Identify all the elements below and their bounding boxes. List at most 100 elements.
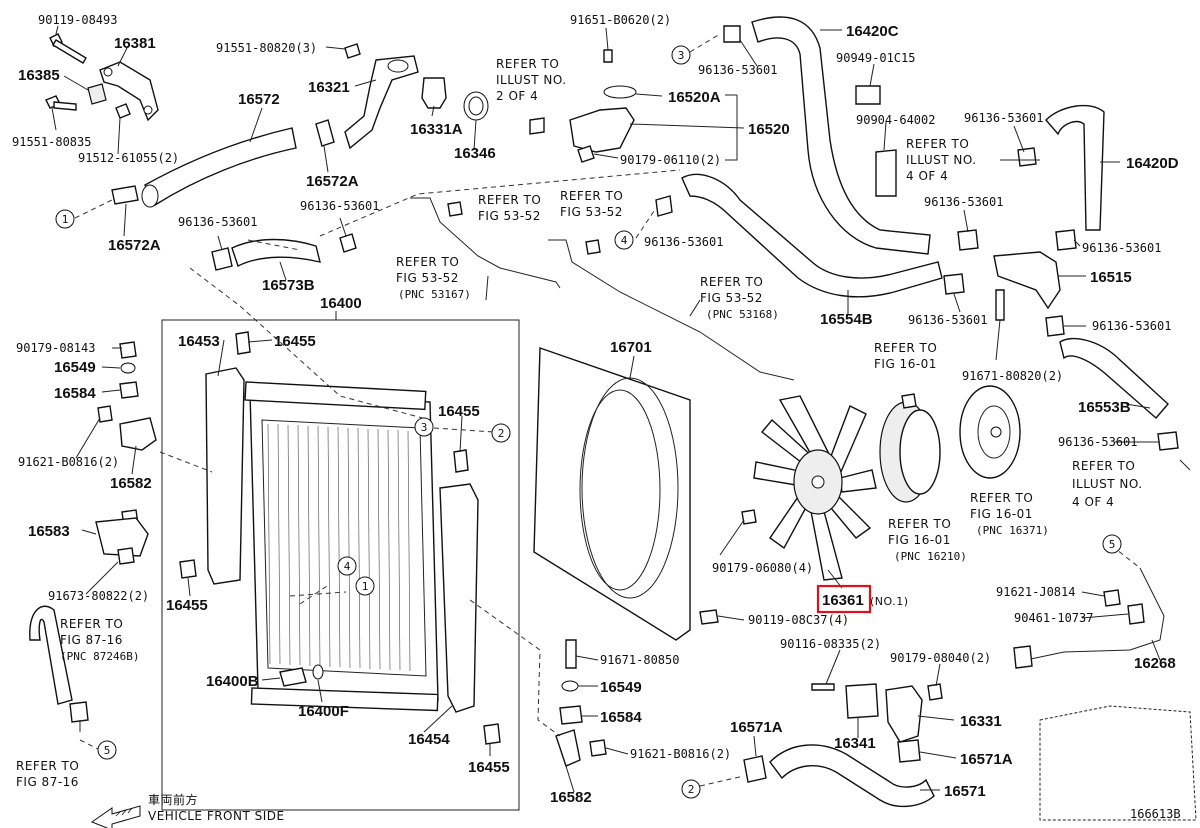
label-91671-80820[interactable]: 91671-80820(2): [962, 369, 1063, 383]
label-16400F[interactable]: 16400F: [298, 703, 349, 720]
label-16584-b[interactable]: 16584: [600, 709, 642, 726]
label-16549-b[interactable]: 16549: [600, 679, 642, 696]
label-16572A-bottom[interactable]: 16572A: [108, 237, 161, 254]
label-90116-08335[interactable]: 90116-08335(2): [780, 637, 881, 651]
label-16331[interactable]: 16331: [960, 713, 1002, 730]
label-16584-a[interactable]: 16584: [54, 385, 96, 402]
label-16400B[interactable]: 16400B: [206, 673, 259, 690]
front-label-jp: 車両前方: [148, 792, 198, 807]
label-16520[interactable]: 16520: [748, 121, 790, 138]
label-16572A-top[interactable]: 16572A: [306, 173, 359, 190]
label-16455-a[interactable]: 16455: [274, 333, 316, 350]
label-16385[interactable]: 16385: [18, 67, 60, 84]
label-16571[interactable]: 16571: [944, 783, 986, 800]
label-16268[interactable]: 16268: [1134, 655, 1176, 672]
ref-illust-4of4-a-2: ILLUST NO.: [906, 153, 977, 167]
label-16553B[interactable]: 16553B: [1078, 399, 1131, 416]
dashed-connectors: [74, 33, 1141, 787]
label-91621-B0816-b[interactable]: 91621-B0816(2): [630, 747, 731, 761]
circle-2-b: 2: [688, 783, 695, 796]
label-91512-61055[interactable]: 91512-61055(2): [78, 151, 179, 165]
label-16361[interactable]: 16361: [822, 592, 864, 609]
label-96136-53601-c[interactable]: 96136-53601: [698, 63, 777, 77]
label-16321[interactable]: 16321: [308, 79, 350, 96]
label-90119-08493[interactable]: 90119-08493: [38, 13, 117, 27]
label-16582-a[interactable]: 16582: [110, 475, 152, 492]
label-96136-53601-i[interactable]: 96136-53601: [644, 235, 723, 249]
ref-fig-53-52-b-1: REFER TO: [560, 189, 623, 203]
label-16420D[interactable]: 16420D: [1126, 155, 1179, 172]
ref-illust-2of4-2: ILLUST NO.: [496, 73, 567, 87]
label-16331A[interactable]: 16331A: [410, 121, 463, 138]
label-16454[interactable]: 16454: [408, 731, 450, 748]
label-16346[interactable]: 16346: [454, 145, 496, 162]
reference-notes: REFER TO ILLUST NO. 2 OF 4 REFER TO FIG …: [16, 57, 1142, 789]
part-labels[interactable]: 90119-08493 16381 16385 91551-80835 9151…: [12, 13, 1179, 806]
label-91551-80820[interactable]: 91551-80820(3): [216, 41, 317, 55]
ref-pnc-53167-3: (PNC 53167): [398, 288, 471, 301]
label-16582-b[interactable]: 16582: [550, 789, 592, 806]
ref-pnc-53168-3: (PNC 53168): [706, 308, 779, 321]
label-16549-a[interactable]: 16549: [54, 359, 96, 376]
label-91551-80835[interactable]: 91551-80835: [12, 135, 91, 149]
label-16554B[interactable]: 16554B: [820, 311, 873, 328]
label-90904-64002[interactable]: 90904-64002: [856, 113, 935, 127]
label-96136-53601-d[interactable]: 96136-53601: [964, 111, 1043, 125]
label-16420C[interactable]: 16420C: [846, 23, 899, 40]
highlighted-part[interactable]: 16361 (NO.1): [816, 584, 909, 614]
ref-pnc-53167-2: FIG 53-52: [396, 271, 459, 285]
circle-3-a: 3: [678, 49, 685, 62]
label-96136-53601-b[interactable]: 96136-53601: [300, 199, 379, 213]
label-16572[interactable]: 16572: [238, 91, 280, 108]
label-91673-80822[interactable]: 91673-80822(2): [48, 589, 149, 603]
ref-fig-53-52-a-2: FIG 53-52: [478, 209, 541, 223]
label-91651-B0620[interactable]: 91651-B0620(2): [570, 13, 671, 27]
circle-5-b: 5: [104, 744, 111, 757]
label-16571A-b[interactable]: 16571A: [960, 751, 1013, 768]
label-90949-01C15[interactable]: 90949-01C15: [836, 51, 915, 65]
label-96136-53601-f[interactable]: 96136-53601: [1082, 241, 1161, 255]
highlight-box: [816, 584, 872, 614]
ref-illust-4of4-b-1: REFER TO: [1072, 459, 1135, 473]
label-90179-06110[interactable]: 90179-06110(2): [620, 153, 721, 167]
label-16571A-a[interactable]: 16571A: [730, 719, 783, 736]
ref-illust-4of4-b-3: 4 OF 4: [1072, 495, 1114, 509]
label-16573B[interactable]: 16573B: [262, 277, 315, 294]
label-16455-c[interactable]: 16455: [438, 403, 480, 420]
label-90119-08C37[interactable]: 90119-08C37(4): [748, 613, 849, 627]
label-90179-08040[interactable]: 90179-08040(2): [890, 651, 991, 665]
label-16701[interactable]: 16701: [610, 339, 652, 356]
label-90179-06080[interactable]: 90179-06080(4): [712, 561, 813, 575]
ref-fig-53-52-b-2: FIG 53-52: [560, 205, 623, 219]
ref-pnc-16371-3: (PNC 16371): [976, 524, 1049, 537]
label-16520A[interactable]: 16520A: [668, 89, 721, 106]
label-16341[interactable]: 16341: [834, 735, 876, 752]
ref-pnc-87246B-3: (PNC 87246B): [60, 650, 139, 663]
label-90179-08143[interactable]: 90179-08143: [16, 341, 95, 355]
label-96136-53601-j[interactable]: 96136-53601: [1058, 435, 1137, 449]
label-91671-80850[interactable]: 91671-80850: [600, 653, 679, 667]
label-96136-53601-a[interactable]: 96136-53601: [178, 215, 257, 229]
ref-pnc-16371-2: FIG 16-01: [970, 507, 1033, 521]
circle-1-a: 1: [62, 213, 69, 226]
label-96136-53601-e[interactable]: 96136-53601: [924, 195, 1003, 209]
label-16400[interactable]: 16400: [320, 295, 362, 312]
ref-pnc-16371-1: REFER TO: [970, 491, 1033, 505]
ref-pnc-16210-2: FIG 16-01: [888, 533, 951, 547]
ref-illust-2of4-3: 2 OF 4: [496, 89, 538, 103]
label-91621-J0814[interactable]: 91621-J0814: [996, 585, 1075, 599]
label-96136-53601-h[interactable]: 96136-53601: [1092, 319, 1171, 333]
ref-pnc-87246B-1: REFER TO: [60, 617, 123, 631]
label-90461-10737[interactable]: 90461-10737: [1014, 611, 1093, 625]
label-16381[interactable]: 16381: [114, 35, 156, 52]
label-16455-d[interactable]: 16455: [468, 759, 510, 776]
label-16583[interactable]: 16583: [28, 523, 70, 540]
label-96136-53601-g[interactable]: 96136-53601: [908, 313, 987, 327]
label-91621-B0816-a[interactable]: 91621-B0816(2): [18, 455, 119, 469]
ref-pnc-16210-3: (PNC 16210): [894, 550, 967, 563]
label-16453[interactable]: 16453: [178, 333, 220, 350]
label-16455-b[interactable]: 16455: [166, 597, 208, 614]
label-16515[interactable]: 16515: [1090, 269, 1132, 286]
ref-pnc-53167-1: REFER TO: [396, 255, 459, 269]
vehicle-front-indicator: 車両前方 VEHICLE FRONT SIDE: [90, 792, 284, 828]
